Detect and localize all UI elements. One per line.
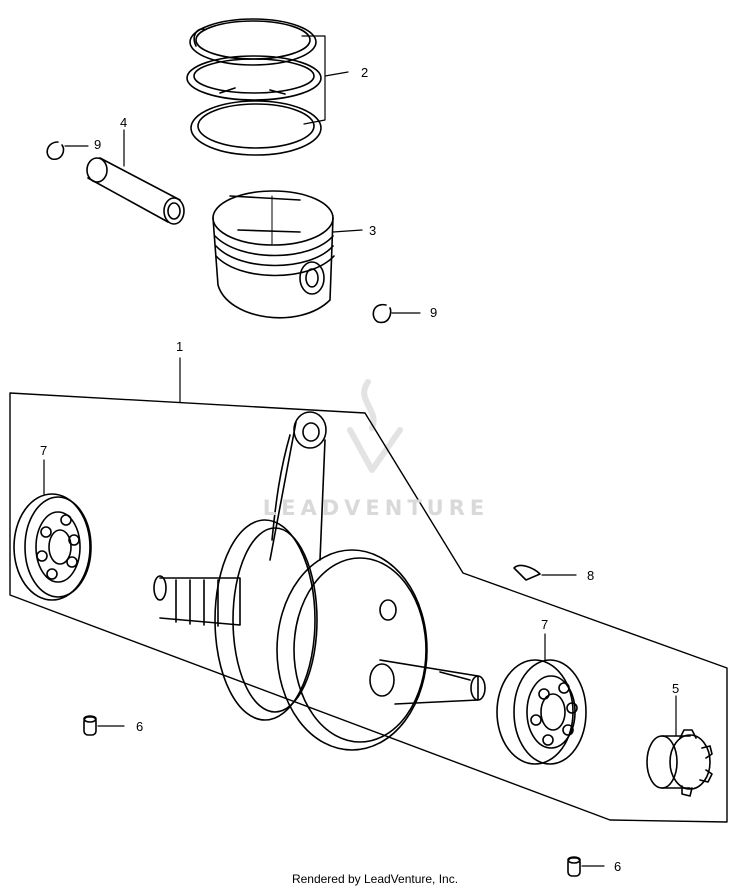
piston	[212, 190, 335, 319]
callout-6-left[interactable]: 6	[136, 719, 144, 734]
callout-8[interactable]: 8	[587, 568, 595, 583]
callout-9-right[interactable]: 9	[430, 305, 438, 320]
callout-1[interactable]: 1	[176, 339, 184, 354]
pin-clip-right	[372, 303, 392, 324]
callout-7-right[interactable]: 7	[541, 617, 549, 632]
bearing-right	[496, 659, 587, 765]
crankshaft-assembly-outline	[9, 392, 728, 823]
piston-pin	[86, 157, 185, 225]
dowel-pin-left	[83, 715, 97, 736]
callout-2[interactable]: 2	[361, 65, 369, 80]
leadventure-logo-mark	[347, 379, 403, 473]
callout-6-right[interactable]: 6	[614, 859, 622, 874]
woodruff-key	[513, 564, 541, 581]
watermark-text: LEADVENTURE	[262, 496, 490, 520]
leader-line-3	[332, 229, 363, 233]
callout-9-left[interactable]: 9	[94, 137, 102, 152]
bearing-left	[13, 493, 92, 601]
callout-4[interactable]: 4	[120, 115, 128, 130]
timing-gear	[646, 729, 713, 797]
footer-credit: Rendered by LeadVenture, Inc.	[291, 872, 459, 886]
dowel-pin-right	[567, 856, 581, 877]
callout-3[interactable]: 3	[369, 223, 377, 238]
crankshaft	[153, 411, 486, 751]
pin-clip-left	[46, 141, 65, 160]
callout-7-left[interactable]: 7	[40, 443, 48, 458]
callout-5[interactable]: 5	[672, 681, 680, 696]
piston-rings	[186, 18, 322, 156]
leader-line-2	[301, 35, 349, 125]
